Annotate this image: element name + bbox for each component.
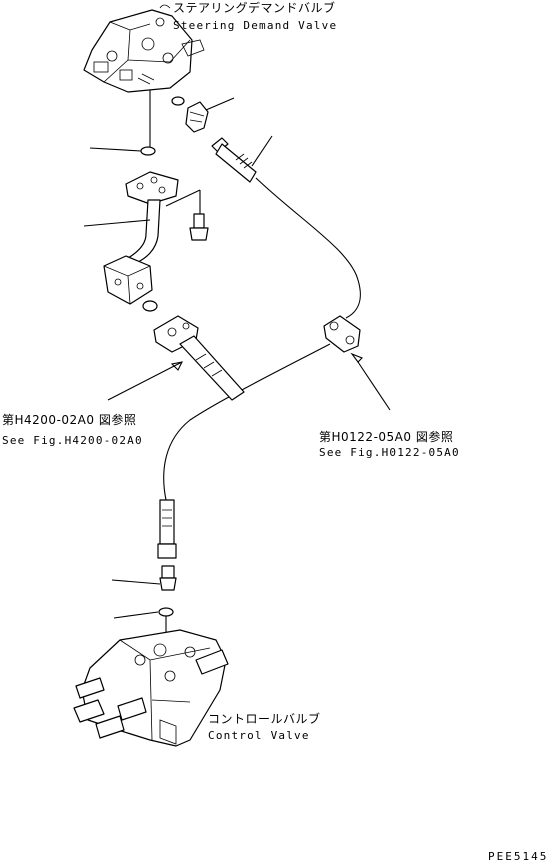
o-ring-small [171,96,185,106]
steering-valve-label-en: Steering Demand Valve [173,19,337,32]
o-ring-middle [142,300,158,312]
steel-pipe [127,199,161,263]
steering-demand-valve [83,9,205,93]
fig-h4200-label-jp: 第H4200-02A0 図参照 [2,412,136,427]
o-ring-lower [158,607,174,617]
fig-h0122-label-jp: 第H0122-05A0 図参照 [319,429,453,444]
fig-h0122-label-en: See Fig.H0122-05A0 [319,446,460,459]
control-valve [73,629,229,747]
hose-h4200 [153,315,245,401]
elbow-fitting [185,101,209,133]
bolt-upper [189,213,209,241]
steering-valve-label-jp: ステアリングデマンドバルブ [173,0,336,15]
o-ring-upper [140,146,156,156]
drawing-code: PEE5145 [488,850,548,863]
hose-lower [157,499,177,559]
flange-upper [125,171,179,205]
control-valve-label-en: Control Valve [208,729,310,742]
control-valve-label-jp: コントロールバルブ [208,711,321,726]
clamp [323,315,361,353]
flange-lower [103,255,153,305]
fig-h4200-label-en: See Fig.H4200-02A0 [2,434,143,447]
hose-upper [211,137,257,183]
adapter-lower [159,565,177,591]
